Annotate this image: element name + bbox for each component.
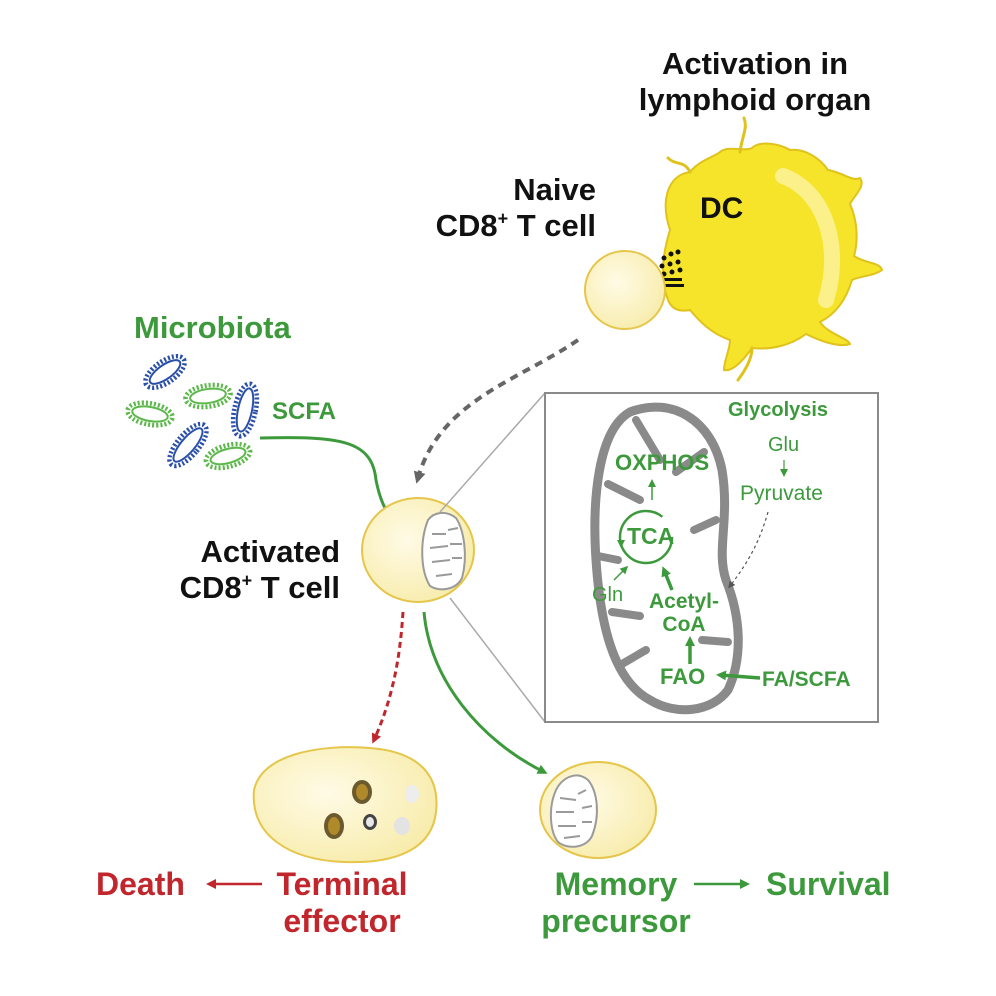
naive-t-cell <box>584 250 666 330</box>
memory-line2: precursor <box>541 902 691 939</box>
tca-label: TCA <box>627 523 675 549</box>
survival-label: Survival <box>766 866 891 902</box>
oxphos-label: OXPHOS <box>615 450 710 475</box>
inset-arrows <box>613 460 788 681</box>
dendritic-cell <box>662 116 884 382</box>
scfa-arrow <box>259 436 395 522</box>
fa-scfa-label: FA/SCFA <box>762 668 851 691</box>
activated-t-cell <box>361 497 475 603</box>
naive-sup: + <box>497 208 509 229</box>
naive-label-line2: CD8+ T cell <box>400 208 596 244</box>
naive-cd8: CD8 <box>435 207 498 243</box>
terminal-effector-label: Terminal effector <box>262 866 422 940</box>
naive-to-activated-arrow <box>413 338 580 484</box>
naive-label: Naive CD8+ T cell <box>400 172 596 243</box>
death-label: Death <box>96 866 185 902</box>
dc-label: DC <box>700 192 744 225</box>
zoom-line-top <box>439 392 546 513</box>
activation-title: Activation in lymphoid organ <box>610 46 900 117</box>
fao-label: FAO <box>660 664 706 689</box>
gln-label: Gln <box>592 584 624 606</box>
scfa-label: SCFA <box>272 398 337 425</box>
activated-label: Activated CD8+ T cell <box>140 534 340 605</box>
naive-tail: T cell <box>508 207 596 243</box>
pyruvate-label: Pyruvate <box>740 482 823 505</box>
activated-label-line1: Activated <box>200 534 340 569</box>
activated-tail: T cell <box>252 569 340 605</box>
acetyl-line1: Acetyl- <box>648 590 720 613</box>
activated-sup: + <box>241 570 253 591</box>
glycolysis-label: Glycolysis <box>728 399 829 421</box>
acetyl-coa-label: Acetyl- CoA <box>634 590 734 636</box>
mitochondrion <box>590 402 743 715</box>
activated-cd8: CD8 <box>179 569 242 605</box>
terminal-effector-cell <box>252 746 438 864</box>
acetyl-line2: CoA <box>662 613 706 637</box>
memory-line1: Memory <box>554 866 678 902</box>
microbiota-bacteria <box>125 353 260 471</box>
memory-precursor-label: Memory precursor <box>526 866 706 940</box>
memory-precursor-cell <box>539 761 657 859</box>
microbiota-label: Microbiota <box>134 310 291 345</box>
terminal-line1: Terminal <box>276 866 408 902</box>
terminal-line2: effector <box>283 902 401 939</box>
glu-label: Glu <box>768 434 800 456</box>
terminal-arrow <box>371 611 405 744</box>
zoom-line-bottom <box>449 597 546 723</box>
naive-label-line1: Naive <box>513 172 596 207</box>
activation-title-line1: Activation in <box>661 46 848 81</box>
activation-title-line2: lymphoid organ <box>638 81 872 117</box>
activated-label-line2: CD8+ T cell <box>140 570 340 606</box>
memory-arrow <box>422 611 548 774</box>
